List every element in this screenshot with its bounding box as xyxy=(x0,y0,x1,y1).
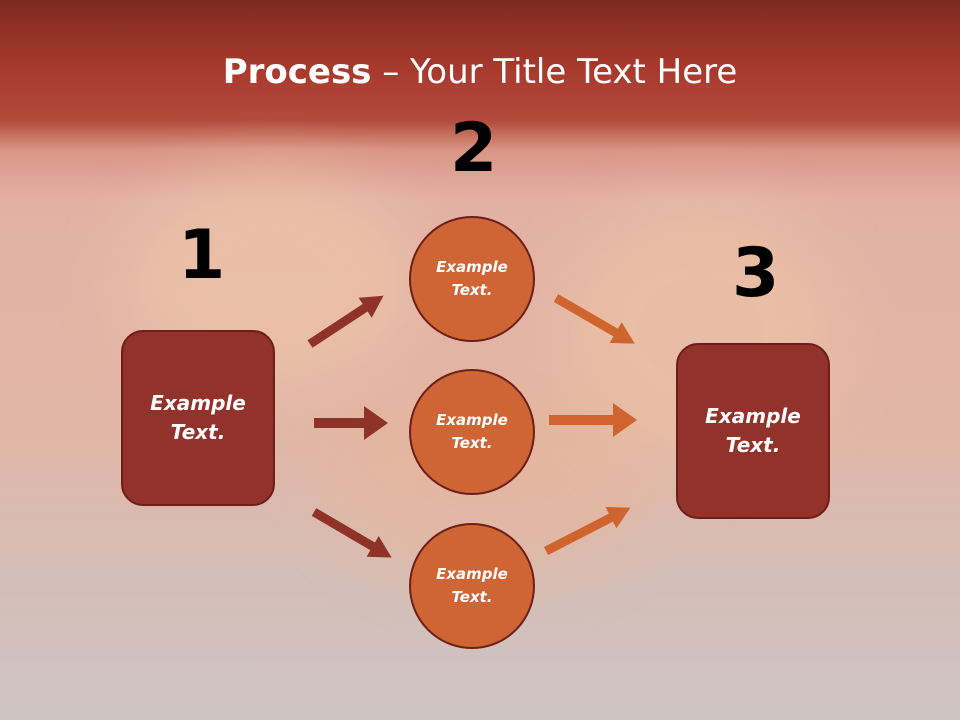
arrow-from-circle-bottom xyxy=(543,506,631,556)
circle-top[interactable]: Example Text. xyxy=(409,216,535,342)
step-number-3: 3 xyxy=(732,234,780,313)
right-box-label: Example Text. xyxy=(705,404,801,457)
circle-middle[interactable]: Example Text. xyxy=(409,369,535,495)
title-rest: – Your Title Text Here xyxy=(371,52,738,92)
step-number-1: 1 xyxy=(178,216,226,295)
arrow-from-circle-middle xyxy=(549,403,637,437)
left-process-box[interactable]: Example Text. xyxy=(121,330,275,506)
right-process-box[interactable]: Example Text. xyxy=(676,343,830,519)
arrow-to-circle-bottom xyxy=(311,508,392,558)
circle-bottom[interactable]: Example Text. xyxy=(409,523,535,649)
circle-bottom-label: Example Text. xyxy=(436,565,508,606)
arrow-to-circle-top xyxy=(307,295,384,348)
step-number-2: 2 xyxy=(450,109,498,188)
arrow-to-circle-middle xyxy=(314,406,388,440)
arrow-from-circle-top xyxy=(553,294,635,344)
circle-top-label: Example Text. xyxy=(436,258,508,299)
slide-title[interactable]: Process – Your Title Text Here xyxy=(0,52,960,92)
title-bold: Process xyxy=(222,52,372,92)
circle-middle-label: Example Text. xyxy=(436,411,508,452)
left-box-label: Example Text. xyxy=(150,391,246,444)
